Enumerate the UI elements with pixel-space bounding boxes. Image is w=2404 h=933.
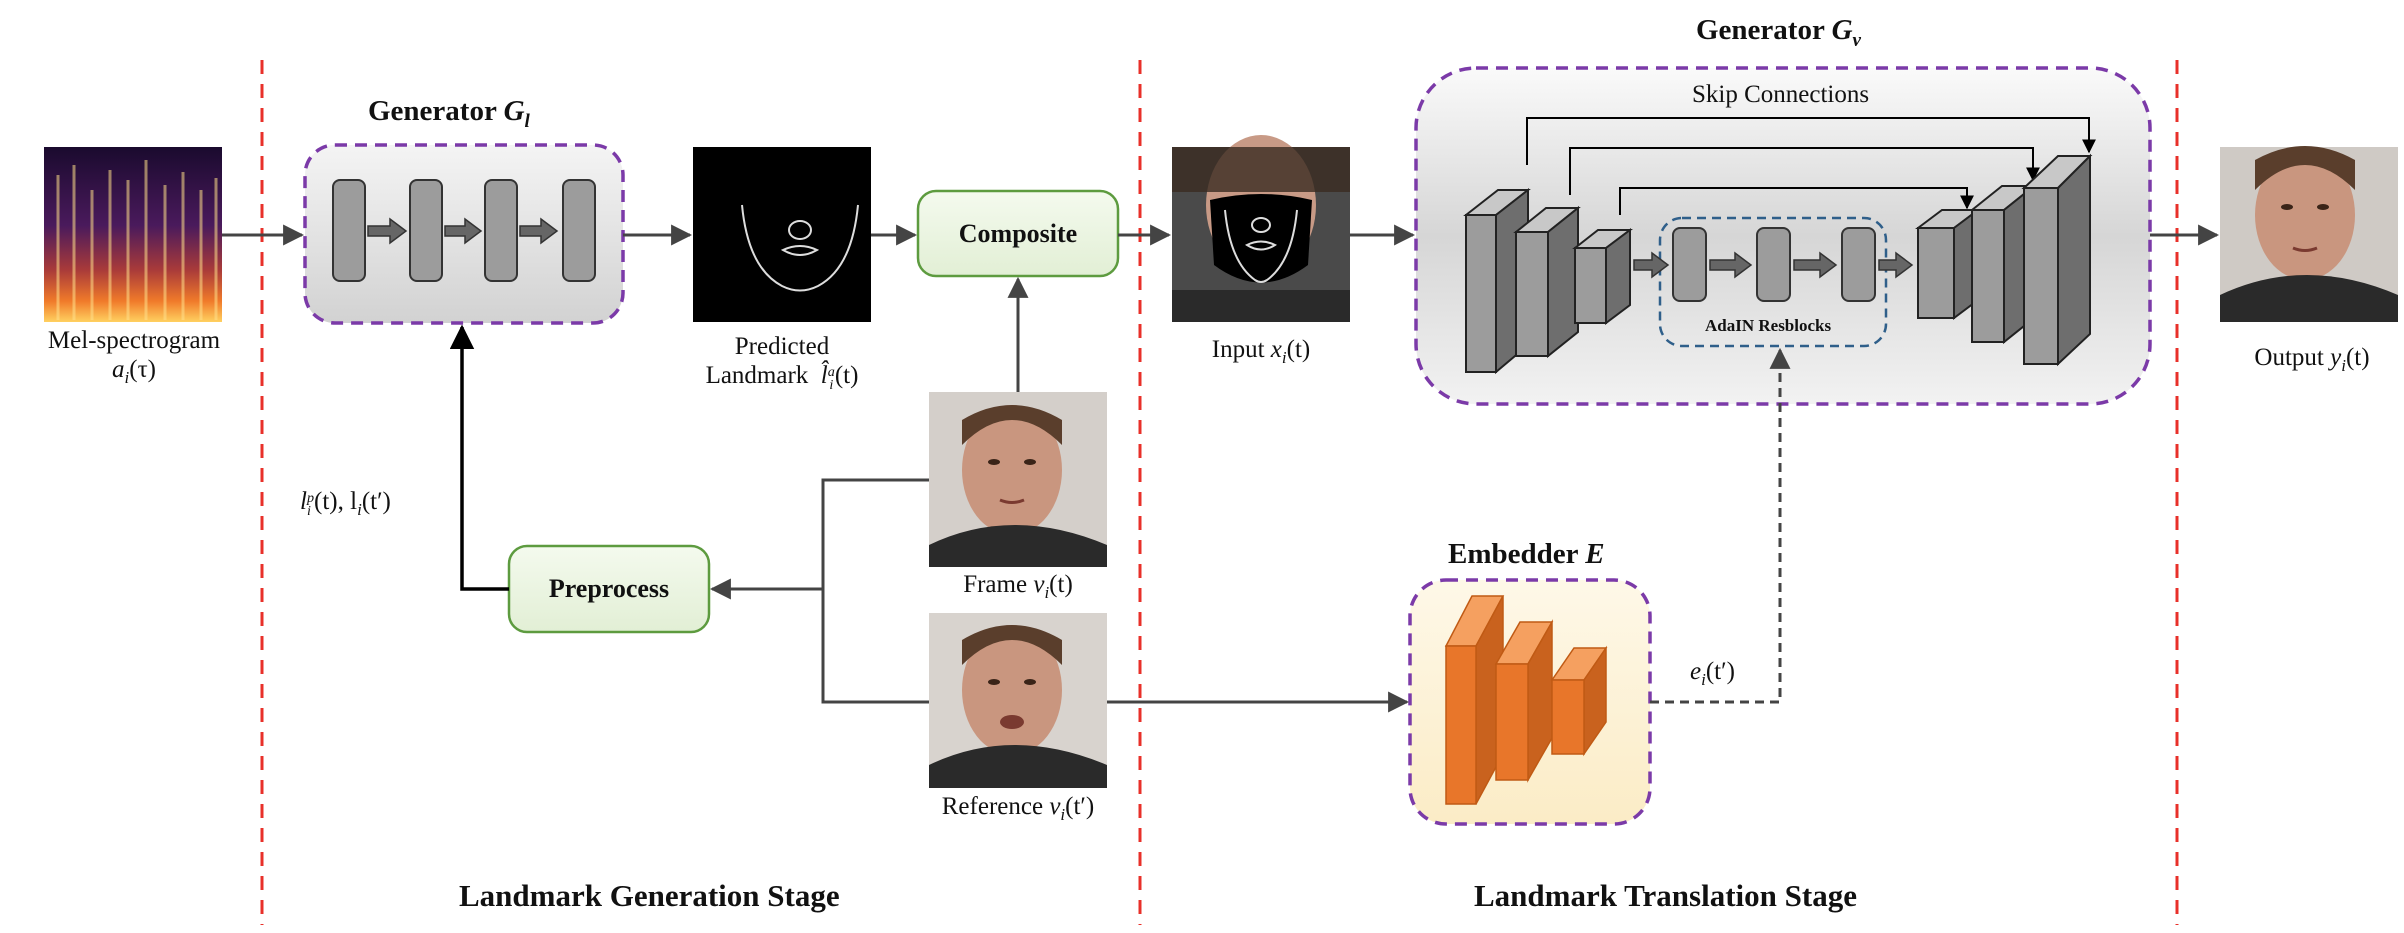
skip-connection-lines bbox=[1526, 117, 2096, 215]
reference-label: Reference vi(t′) bbox=[941, 793, 1095, 824]
embedder-blocks bbox=[1444, 595, 1608, 805]
mel-spectrogram-label: Mel-spectrogram ai(τ) bbox=[47, 327, 221, 387]
flow-arrows bbox=[222, 224, 2220, 713]
generator-v-inner-arrows bbox=[1633, 251, 1914, 279]
predicted-landmark-image bbox=[693, 147, 871, 322]
frame-photo bbox=[929, 392, 1107, 567]
generator-v-title: Generator Gv bbox=[1696, 14, 1861, 51]
adain-box bbox=[1658, 216, 1888, 348]
output-label: Output yi(t) bbox=[2254, 344, 2370, 375]
mel-spectrogram-image bbox=[44, 147, 222, 322]
skip-connections-label: Skip Connections bbox=[1692, 81, 1870, 108]
stage-divider-lines bbox=[260, 60, 2179, 925]
generator-l-block-arrows bbox=[367, 217, 559, 245]
preprocess-box: Preprocess bbox=[548, 574, 670, 603]
input-label: Input xi(t) bbox=[1211, 336, 1311, 367]
arrow-photos-to-preprocess bbox=[712, 478, 929, 704]
generator-v-decoder-blocks bbox=[1915, 153, 2093, 367]
generator-v-encoder-blocks bbox=[1463, 187, 1633, 375]
reference-photo bbox=[929, 613, 1107, 788]
embedding-label: ei(t′) bbox=[1690, 658, 1735, 689]
adain-blocks bbox=[1672, 227, 1876, 302]
generator-l-title: Generator Gl bbox=[368, 95, 530, 132]
arrow-embedder-to-adain bbox=[1650, 347, 1791, 704]
output-photo bbox=[2220, 146, 2398, 322]
arrow-preprocess-to-gl bbox=[449, 324, 509, 591]
stage-label-translation: Landmark Translation Stage bbox=[1474, 878, 1857, 913]
composite-box: Composite bbox=[958, 218, 1078, 248]
frame-label: Frame vi(t) bbox=[963, 571, 1073, 602]
generator-l-blocks bbox=[332, 179, 596, 282]
input-image bbox=[1172, 135, 1350, 322]
embedder-title: Embedder E bbox=[1448, 538, 1605, 570]
stage-label-generation: Landmark Generation Stage bbox=[459, 878, 840, 913]
adain-label: AdaIN Resblocks bbox=[1705, 316, 1832, 335]
